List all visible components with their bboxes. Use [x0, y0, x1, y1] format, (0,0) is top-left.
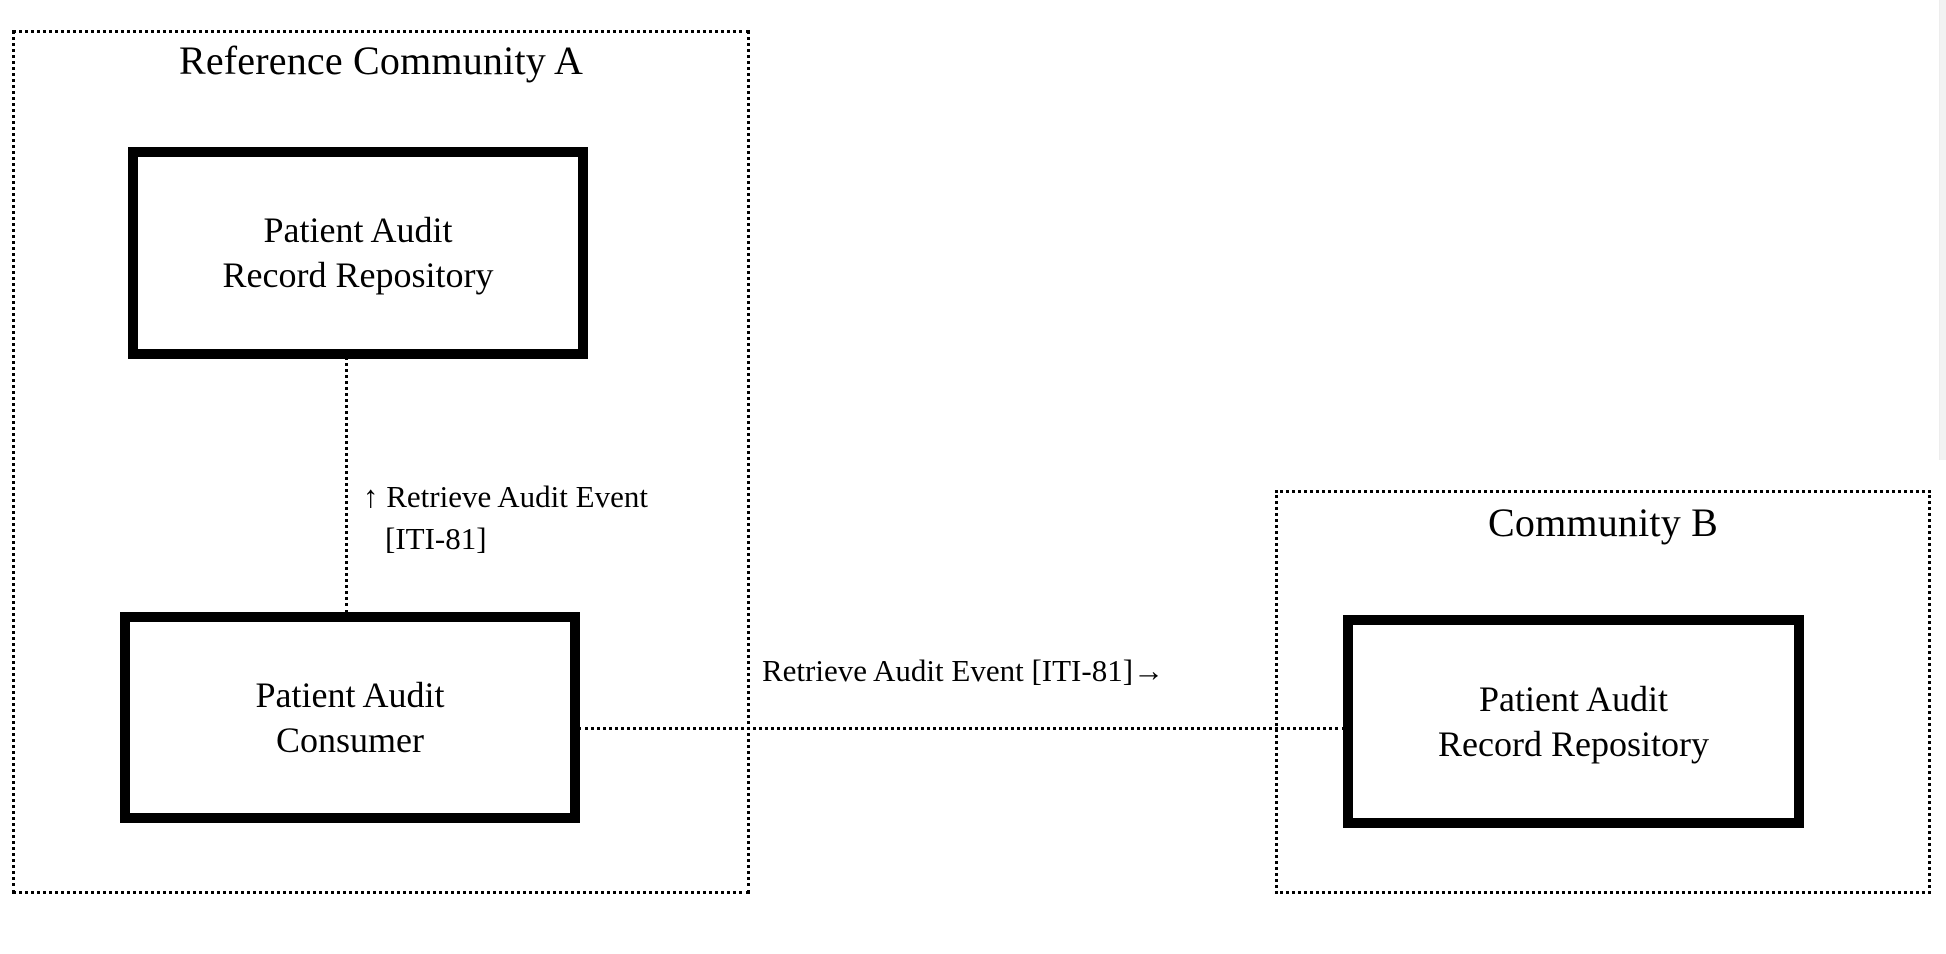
actor-box-patient-audit-record-repository-b[interactable]: Patient Audit Record Repository: [1343, 615, 1804, 828]
transaction-label-iti-81-vertical: ↑ Retrieve Audit Event [ITI-81]: [363, 434, 703, 601]
community-title-a: Reference Community A: [178, 38, 584, 83]
community-container-community-b: Community B: [1275, 490, 1931, 894]
community-container-reference-community-a: Reference Community A: [12, 30, 750, 894]
transaction-line-iti-81-vertical: [345, 356, 348, 614]
community-title-b: Community B: [1487, 500, 1718, 545]
actor-label-patient-audit-consumer: Patient Audit Consumer: [255, 674, 445, 760]
transaction-label-iti-81-horizontal: Retrieve Audit Event [ITI-81]→: [762, 653, 1165, 688]
page-edge-artifact: [1939, 0, 1946, 460]
actor-box-patient-audit-consumer[interactable]: Patient Audit Consumer: [120, 612, 580, 823]
actor-box-patient-audit-record-repository-a[interactable]: Patient Audit Record Repository: [128, 147, 588, 359]
actor-label-patient-audit-record-repository-a: Patient Audit Record Repository: [222, 210, 494, 295]
transaction-label-iti-81-vertical-line1: ↑ Retrieve Audit Event: [363, 478, 648, 514]
transaction-label-iti-81-vertical-line2: [ITI-81]: [385, 520, 487, 556]
transaction-line-iti-81-horizontal: [578, 727, 1345, 730]
actor-label-patient-audit-record-repository-b: Patient Audit Record Repository: [1438, 678, 1709, 764]
